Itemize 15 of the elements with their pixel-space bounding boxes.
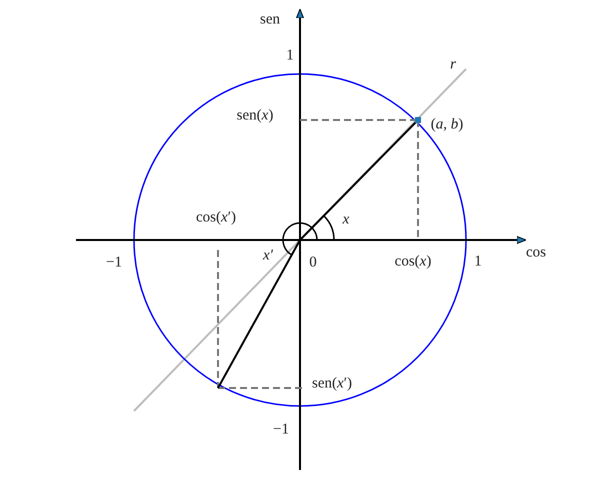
angle-label: x — [342, 212, 350, 228]
value-label: cos(x′) — [196, 210, 236, 226]
angle-label: x′ — [263, 248, 273, 264]
value-label: sen(x′) — [312, 376, 352, 392]
tick-label: −1 — [106, 256, 122, 270]
tick-label: 1 — [286, 48, 294, 64]
axis-label: cos — [526, 246, 546, 260]
value-label: cos(x) — [394, 254, 432, 270]
tick-label: −1 — [273, 422, 289, 438]
value-label: sen(x) — [236, 108, 274, 124]
axis-label: sen — [260, 12, 280, 28]
line-label: r — [450, 58, 456, 72]
tick-label: 1 — [474, 254, 482, 270]
point-label: (a, b) — [430, 118, 464, 132]
origin-label: 0 — [309, 256, 317, 270]
